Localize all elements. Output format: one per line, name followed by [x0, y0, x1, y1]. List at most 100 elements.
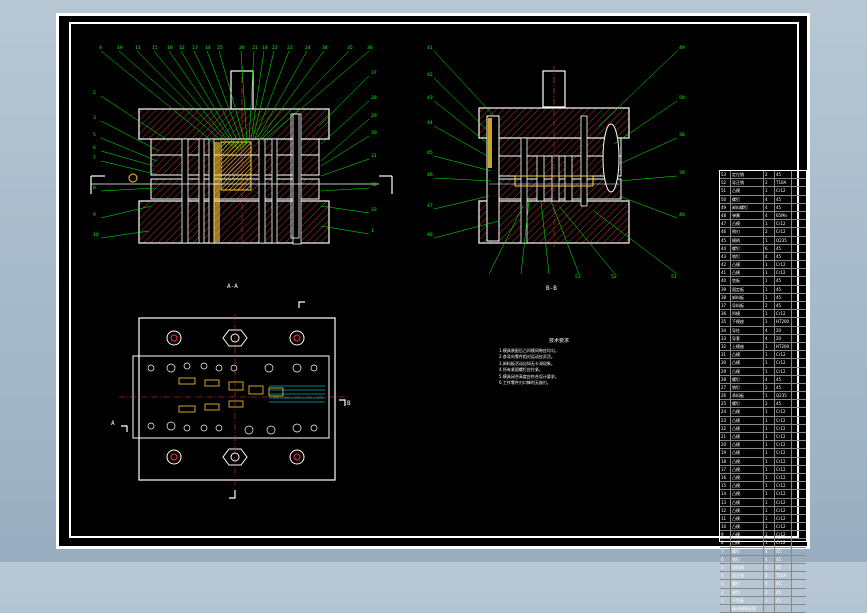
- bom-cell: 10: [720, 523, 731, 531]
- bom-cell: 19: [720, 449, 731, 457]
- bom-cell: 39: [720, 285, 731, 293]
- note-line: 6.工作零件刃口锋利无崩刃。: [499, 380, 551, 385]
- bom-cell: [775, 604, 792, 613]
- bom-cell: 14: [720, 490, 731, 498]
- callout-number: 42: [427, 72, 433, 78]
- bom-cell: 38: [720, 293, 731, 301]
- bom-cell: [792, 400, 806, 407]
- bom-cell: 螺钉: [731, 400, 764, 408]
- bom-cell: 21: [720, 433, 731, 441]
- callout-number: 41: [427, 45, 433, 51]
- bom-cell: 1: [764, 367, 775, 375]
- callout-number: 31: [371, 153, 377, 159]
- bom-cell: [792, 253, 806, 260]
- callout-number: 21: [252, 45, 258, 51]
- bom-cell: [792, 449, 806, 456]
- bom-cell: 弹簧: [731, 211, 764, 220]
- bom-cell: 1: [720, 596, 731, 604]
- bom-cell: Cr12: [775, 416, 792, 424]
- bom-cell: 凸模: [731, 187, 764, 195]
- callout-number: 2: [93, 90, 96, 96]
- bom-cell: [792, 458, 806, 465]
- bom-cell: 1: [764, 261, 775, 269]
- callout-number: 19: [117, 45, 123, 51]
- bom-cell: 凸模: [731, 514, 764, 523]
- note-line: 5.模具闭合高度应符合设计要求。: [499, 373, 559, 379]
- bom-cell: 32: [720, 342, 731, 351]
- bom-cell: 1: [764, 285, 775, 293]
- bom-cell: Cr12: [775, 514, 792, 523]
- bom-cell: 43: [720, 252, 731, 261]
- bom-cell: 45: [775, 277, 792, 285]
- bom-cell: T10A: [775, 179, 792, 187]
- bom-cell: 45: [775, 547, 792, 555]
- bom-cell: 1: [764, 220, 775, 228]
- bom-cell: 定位销: [731, 171, 764, 179]
- bom-cell: 45: [775, 252, 792, 261]
- bom-cell: [792, 196, 806, 203]
- bom-cell: 1: [764, 269, 775, 277]
- bom-cell: 45: [775, 171, 792, 179]
- callout-number: 53: [575, 274, 581, 280]
- callout-number: 25: [217, 45, 223, 51]
- callout-number: 29: [371, 113, 377, 119]
- bom-cell: 16: [720, 473, 731, 482]
- bom-cell: [792, 515, 806, 522]
- note-line: 4.所有紧固螺钉应拧紧。: [499, 367, 543, 372]
- bom-cell: [792, 179, 806, 186]
- bom-cell: 41: [720, 269, 731, 277]
- bom-cell: [792, 171, 806, 178]
- bom-cell: 侧刃: [731, 228, 764, 236]
- callout-number: 43: [427, 95, 433, 101]
- bom-cell: [792, 564, 806, 571]
- bom-cell: 固定板: [731, 285, 764, 293]
- bom-cell: 1: [764, 498, 775, 506]
- bom-cell: 4: [764, 547, 775, 555]
- bom-cell: HT200: [775, 318, 792, 326]
- bom-cell: [792, 507, 806, 514]
- bom-cell: 45: [775, 555, 792, 563]
- bom-cell: Q235: [775, 236, 792, 244]
- bom-cell: 螺钉: [731, 580, 764, 588]
- bom-cell: 下模座: [731, 318, 764, 326]
- bom-cell: Cr12: [775, 269, 792, 277]
- bom-cell: Cr12: [775, 359, 792, 367]
- bom-cell: 34: [720, 326, 731, 334]
- bom-cell: [720, 604, 731, 613]
- callout-number: 16: [167, 45, 173, 51]
- bom-cell: 导正销: [731, 179, 764, 187]
- bom-cell: 6: [764, 244, 775, 252]
- bom-cell: [792, 384, 806, 391]
- callout-number: 51: [671, 274, 677, 280]
- bom-cell: 45: [775, 564, 792, 572]
- bom-cell: 7: [720, 547, 731, 555]
- bom-cell: 凸模: [731, 367, 764, 375]
- cad-drawing: 4191115161213142526211822232434353637282…: [90, 45, 685, 499]
- bom-cell: 44: [720, 244, 731, 252]
- bom-cell: 20: [775, 334, 792, 342]
- bom-cell: [792, 269, 806, 276]
- bom-cell: 26: [720, 392, 731, 400]
- note-line: 1.模具装配后凸凹模间隙应均匀。: [499, 347, 559, 353]
- callout-number: 32: [371, 182, 377, 188]
- bom-cell: 24: [720, 408, 731, 416]
- bom-cell: 49: [720, 203, 731, 211]
- bom-cell: 1: [764, 539, 775, 547]
- bom-cell: 导料板: [731, 302, 764, 310]
- bom-cell: [792, 277, 806, 284]
- bom-cell: 卸料板: [731, 293, 764, 301]
